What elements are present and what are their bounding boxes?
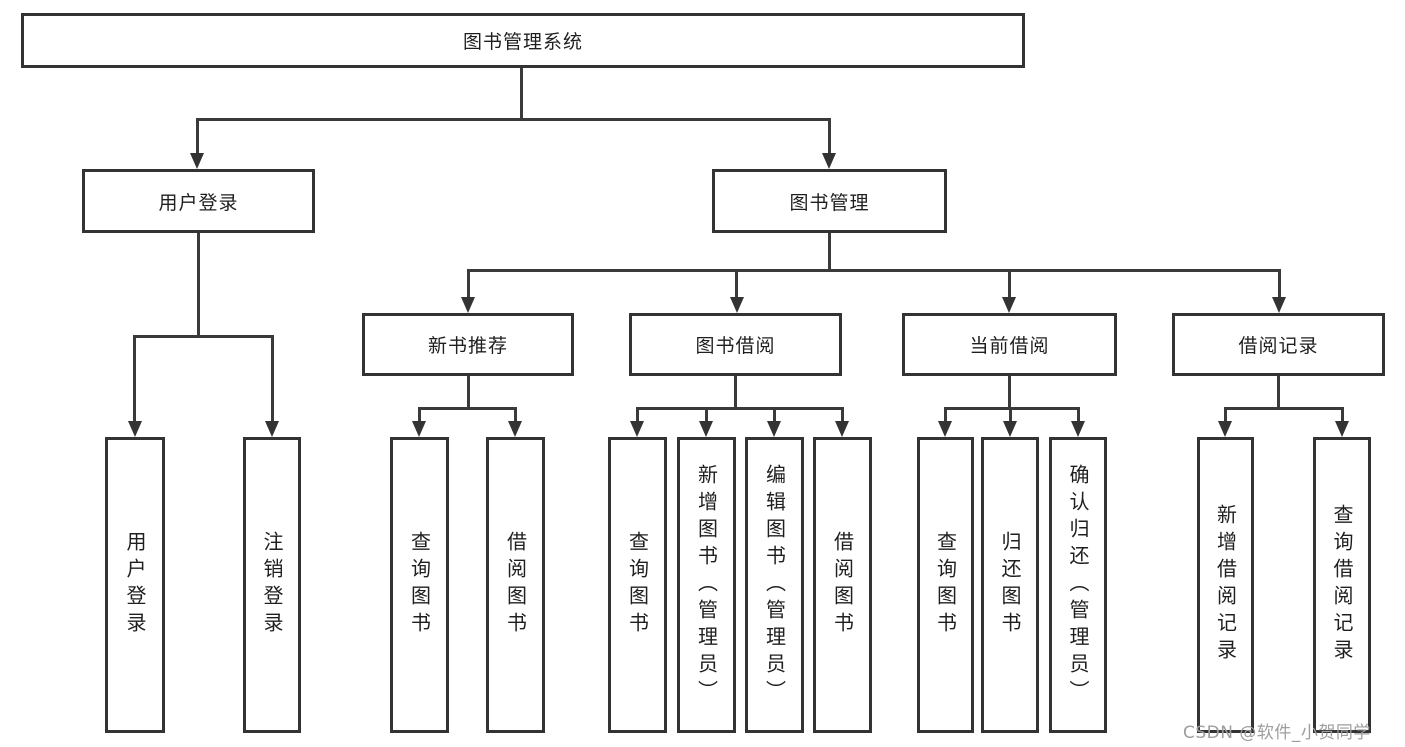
connector-drop-leaf — [1009, 407, 1012, 422]
connector-drop-leaf — [271, 335, 274, 423]
connector-drop-leaf — [1341, 407, 1344, 422]
arrow-down-icon — [938, 421, 952, 437]
connector-drop-leaf — [1077, 407, 1080, 422]
leaf-edit-books-admin: 编辑图书（管理员） — [745, 437, 804, 733]
connector-bookborrow-stem — [734, 376, 737, 407]
leaf-return-books-label: 归还图书 — [998, 531, 1022, 639]
leaf-borrow-books-2: 借阅图书 — [813, 437, 872, 733]
node-book-management-label: 图书管理 — [789, 191, 870, 214]
node-root: 图书管理系统 — [21, 13, 1025, 68]
node-user-login-label: 用户登录 — [158, 191, 239, 214]
arrow-down-icon — [1272, 297, 1286, 313]
arrow-down-icon — [1218, 421, 1232, 437]
arrow-down-icon — [630, 421, 644, 437]
connector-drop-leaf — [514, 407, 517, 422]
connector-bookborrow-bar — [637, 407, 843, 410]
node-borrow-records-label: 借阅记录 — [1238, 335, 1319, 357]
node-user-login: 用户登录 — [82, 169, 315, 233]
arrow-down-icon — [767, 421, 781, 437]
leaf-borrow-books-1-label: 借阅图书 — [503, 531, 528, 639]
leaf-add-books-admin-label: 新增图书（管理员） — [694, 463, 719, 707]
node-new-book-recommend-label: 新书推荐 — [427, 335, 508, 357]
leaf-user-login: 用户登录 — [105, 437, 165, 733]
leaf-query-books-3: 查询图书 — [917, 437, 974, 733]
leaf-add-borrow-record: 新增借阅记录 — [1197, 437, 1254, 733]
arrow-down-icon — [461, 297, 475, 313]
connector-drop-leaf — [705, 407, 708, 422]
connector-currentborrow-bar — [945, 407, 1079, 410]
leaf-confirm-return-admin: 确认归还（管理员） — [1049, 437, 1107, 733]
connector-drop-leaf — [841, 407, 844, 422]
arrow-down-icon — [822, 153, 836, 169]
arrow-down-icon — [190, 153, 204, 169]
connector-userlogin-stem — [197, 233, 200, 335]
node-book-borrow-label: 图书借阅 — [695, 335, 776, 357]
connector-drop-level2 — [735, 269, 738, 299]
leaf-return-books: 归还图书 — [981, 437, 1039, 733]
connector-currentborrow-stem — [1008, 376, 1011, 407]
connector-drop-level2 — [1008, 269, 1011, 299]
leaf-borrow-books-2-label: 借阅图书 — [830, 531, 855, 639]
node-book-management: 图书管理 — [712, 169, 947, 233]
connector-newbooks-stem — [467, 376, 470, 407]
arrow-down-icon — [1071, 421, 1085, 437]
node-current-borrow-label: 当前借阅 — [969, 335, 1050, 357]
leaf-query-borrow-record-label: 查询借阅记录 — [1330, 504, 1354, 666]
connector-bookmgmt-stem — [828, 233, 831, 269]
connector-newbooks-bar — [419, 407, 516, 410]
arrow-down-icon — [1335, 421, 1349, 437]
leaf-query-borrow-record: 查询借阅记录 — [1313, 437, 1371, 733]
arrow-down-icon — [412, 421, 426, 437]
leaf-user-login-label: 用户登录 — [123, 531, 147, 639]
connector-drop-leaf — [773, 407, 776, 422]
connector-userlogin-bar — [134, 335, 273, 338]
node-root-label: 图书管理系统 — [462, 31, 583, 53]
leaf-query-books-1-label: 查询图书 — [407, 531, 432, 639]
arrow-down-icon — [730, 297, 744, 313]
connector-drop-level2 — [467, 269, 470, 299]
connector-borrowrecords-bar — [1225, 407, 1343, 410]
leaf-add-borrow-record-label: 新增借阅记录 — [1213, 504, 1238, 666]
leaf-query-books-2: 查询图书 — [608, 437, 667, 733]
arrow-down-icon — [835, 421, 849, 437]
connector-borrowrecords-stem — [1277, 376, 1280, 407]
leaf-query-books-3-label: 查询图书 — [933, 531, 958, 639]
connector-drop-book-mgmt — [828, 118, 831, 155]
node-borrow-records: 借阅记录 — [1172, 313, 1385, 376]
leaf-query-books-1: 查询图书 — [390, 437, 449, 733]
leaf-logout: 注销登录 — [243, 437, 301, 733]
arrow-down-icon — [508, 421, 522, 437]
node-new-book-recommend: 新书推荐 — [362, 313, 574, 376]
connector-drop-leaf — [636, 407, 639, 422]
connector-drop-user-login — [196, 118, 199, 155]
connector-drop-leaf — [418, 407, 421, 422]
node-book-borrow: 图书借阅 — [629, 313, 842, 376]
connector-root-stem — [520, 68, 523, 118]
connector-drop-leaf — [133, 335, 136, 423]
connector-drop-level2 — [1278, 269, 1281, 299]
leaf-borrow-books-1: 借阅图书 — [486, 437, 545, 733]
csdn-watermark: CSDN @软件_小贺同学 — [1183, 723, 1371, 743]
leaf-edit-books-admin-label: 编辑图书（管理员） — [762, 463, 787, 707]
arrow-down-icon — [265, 421, 279, 437]
connector-drop-leaf — [1224, 407, 1227, 422]
leaf-logout-label: 注销登录 — [260, 531, 284, 639]
arrow-down-icon — [128, 421, 142, 437]
arrow-down-icon — [699, 421, 713, 437]
connector-root-bar — [197, 118, 831, 121]
arrow-down-icon — [1003, 421, 1017, 437]
leaf-query-books-2-label: 查询图书 — [625, 531, 650, 639]
connector-drop-leaf — [944, 407, 947, 422]
connector-bookmgmt-bar — [468, 269, 1280, 272]
leaf-add-books-admin: 新增图书（管理员） — [677, 437, 736, 733]
leaf-confirm-return-admin-label: 确认归还（管理员） — [1066, 463, 1090, 707]
node-current-borrow: 当前借阅 — [902, 313, 1117, 376]
arrow-down-icon — [1002, 297, 1016, 313]
